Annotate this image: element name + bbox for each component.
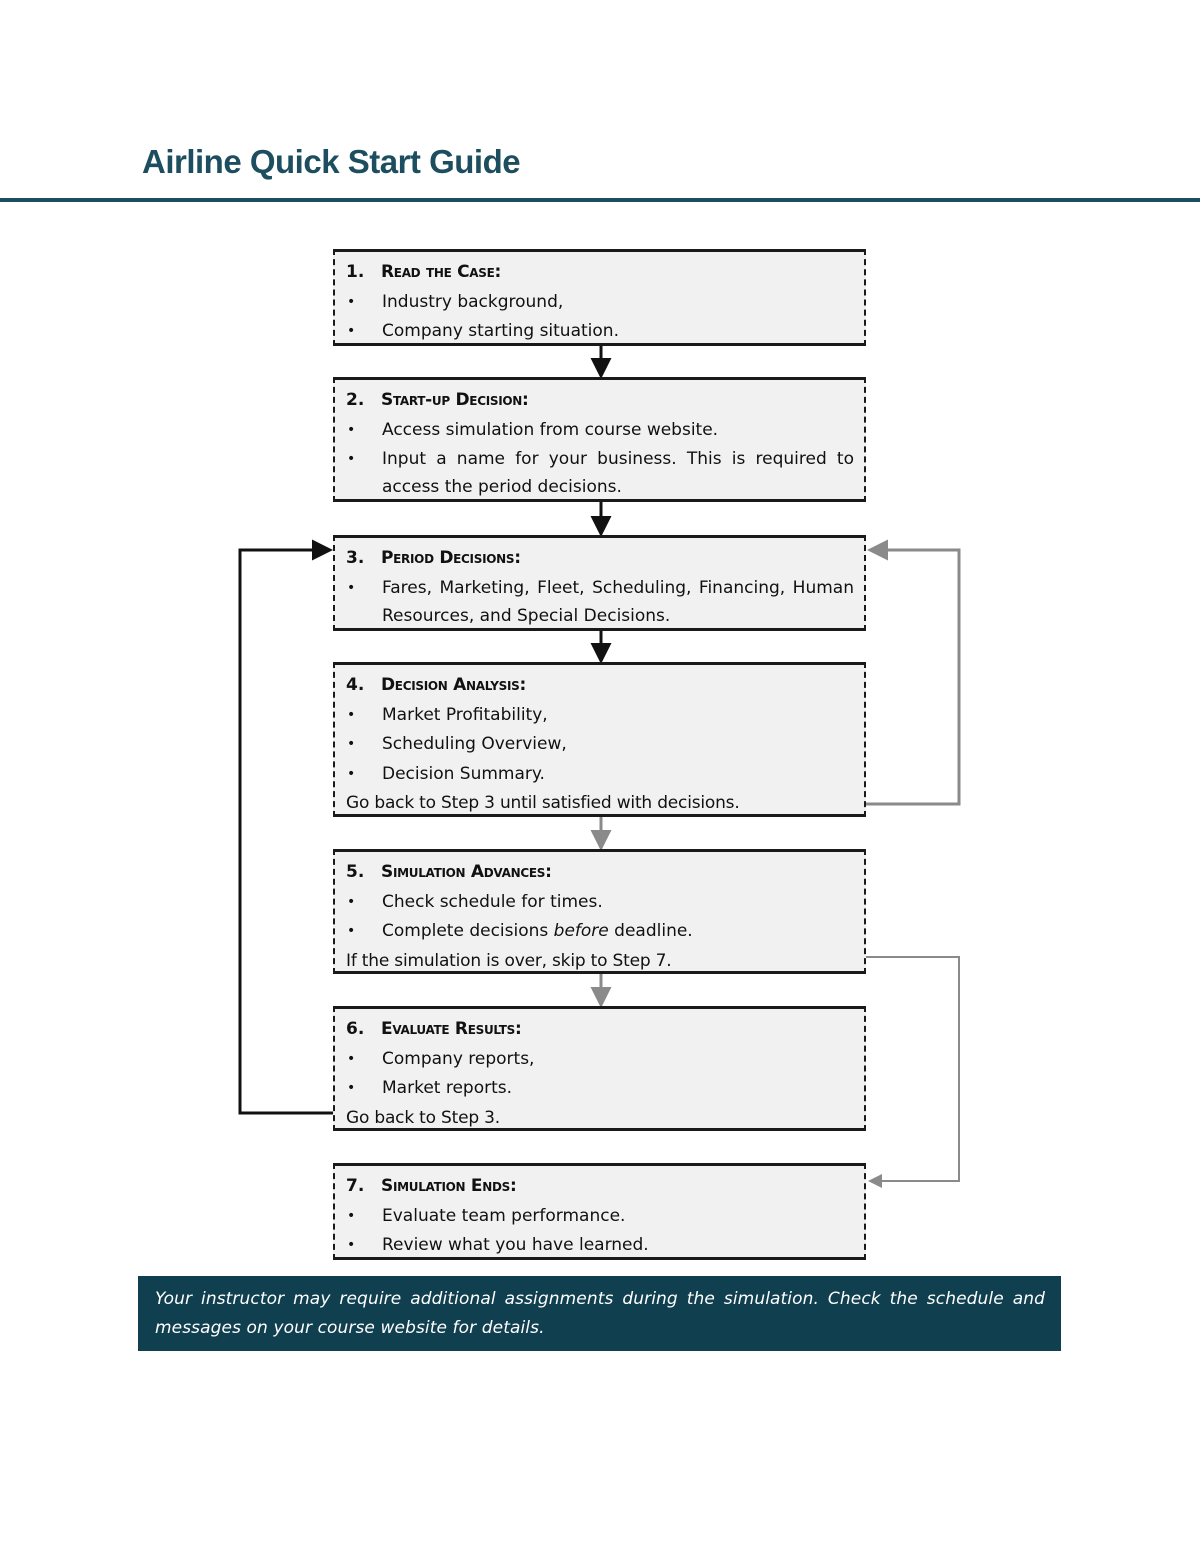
step-2-box: 2. Start-up Decision: •Access simulation … [333, 377, 866, 502]
list-item: •Decision Summary. [346, 760, 854, 790]
bullet-with-emphasis: Complete decisions before deadline. [382, 921, 693, 941]
list-item: •Market Profitability, [346, 701, 854, 731]
list-item: •Scheduling Overview, [346, 730, 854, 760]
step-title: Simulation Ends: [381, 1176, 517, 1196]
skip-arrow-5-to-7 [866, 956, 960, 1188]
loop-arrow-6-to-3 [238, 539, 333, 1115]
step-number: 4. [346, 675, 365, 695]
instructor-note-banner: Your instructor may require additional a… [138, 1276, 1061, 1351]
bullet-icon: • [347, 1237, 356, 1253]
page-title: Airline Quick Start Guide [142, 143, 521, 180]
bullet-icon: • [347, 1207, 356, 1224]
bullet-icon: • [347, 736, 356, 752]
bullet-icon: • [347, 706, 356, 723]
step-title: Evaluate Results: [381, 1019, 522, 1039]
step-title: Period Decisions: [381, 548, 521, 568]
bullet-icon: • [347, 323, 356, 339]
step-title: Decision Analysis: [381, 675, 526, 695]
step-number: 1. [346, 262, 365, 282]
list-item: •Company starting situation. [346, 317, 854, 347]
list-item: •Market reports. [346, 1074, 854, 1104]
step-number: 3. [346, 548, 365, 568]
bullet-icon: • [347, 579, 356, 596]
step-7-box: 7. Simulation Ends: •Evaluate team perfor… [333, 1163, 866, 1260]
step-note: If the simulation is over, skip to Step … [346, 950, 672, 971]
bullet-icon: • [347, 893, 356, 910]
list-item: •Review what you have learned. [346, 1231, 854, 1261]
list-item: •Evaluate team performance. [346, 1202, 854, 1232]
list-item: •Company reports, [346, 1045, 854, 1075]
bullet-icon: • [347, 293, 356, 310]
list-item: •Input a name for your business. This is… [346, 445, 854, 501]
step-6-box: 6. Evaluate Results: •Company reports, •M… [333, 1006, 866, 1131]
bullet-icon: • [347, 923, 356, 939]
bullet-icon: • [347, 451, 356, 467]
step-3-box: 3. Period Decisions: •Fares, Marketing, F… [333, 535, 866, 631]
list-item: •Fares, Marketing, Fleet, Scheduling, Fi… [346, 574, 854, 630]
step-1-box: 1. Read the Case: •Industry background, •… [333, 249, 866, 346]
step-4-box: 4. Decision Analysis: •Market Profitabili… [333, 662, 866, 817]
bullet-icon: • [347, 421, 356, 438]
step-note: Go back to Step 3. [346, 1107, 500, 1128]
step-5-box: 5. Simulation Advances: •Check schedule f… [333, 849, 866, 974]
step-title: Simulation Advances: [381, 862, 552, 882]
bullet-icon: • [347, 1080, 356, 1096]
bullet-icon: • [347, 765, 356, 782]
step-note: Go back to Step 3 until satisfied with d… [346, 793, 740, 813]
bullet-icon: • [347, 1050, 356, 1067]
title-divider [0, 198, 1200, 202]
loop-arrow-4-to-3 [866, 539, 961, 806]
list-item: • Complete decisions before deadline. [346, 917, 854, 947]
step-number: 6. [346, 1019, 365, 1039]
step-title: Start-up Decision: [381, 390, 529, 410]
step-number: 2. [346, 390, 365, 410]
list-item: •Check schedule for times. [346, 888, 854, 918]
step-number: 7. [346, 1176, 365, 1196]
emphasis-before: before [553, 921, 609, 941]
step-title: Read the Case: [381, 262, 501, 282]
step-number: 5. [346, 862, 365, 882]
list-item: •Industry background, [346, 288, 854, 318]
list-item: •Access simulation from course website. [346, 416, 854, 446]
